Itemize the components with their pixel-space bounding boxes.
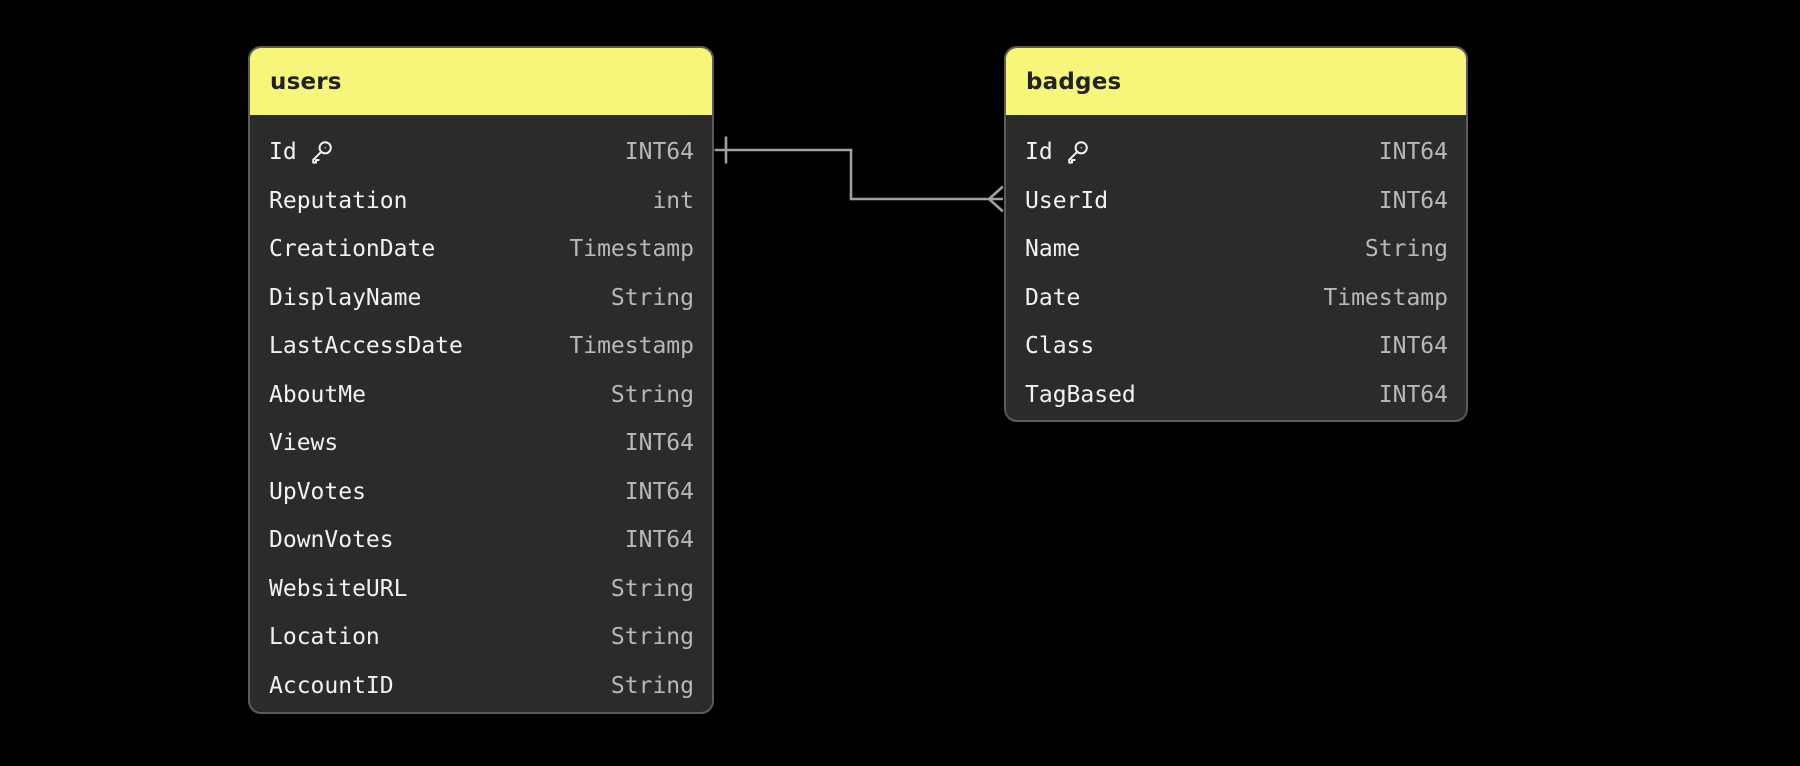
field-type: INT64 xyxy=(624,139,694,166)
field-type: int xyxy=(652,187,694,214)
field-type: INT64 xyxy=(1378,187,1448,214)
field-type: INT64 xyxy=(1378,381,1448,408)
field-name: Name xyxy=(1025,236,1081,263)
field-type: INT64 xyxy=(1378,333,1448,360)
field-name: Id xyxy=(269,139,334,166)
cardinality-many-crowfoot xyxy=(987,185,1004,213)
field-type: Timestamp xyxy=(569,236,694,263)
primary-key-icon xyxy=(1063,139,1090,166)
table-title: users xyxy=(270,68,342,95)
field-row[interactable]: TagBased INT64 xyxy=(1006,371,1466,420)
field-name: AboutMe xyxy=(269,381,366,408)
field-list-users: Id INT64 Reputation xyxy=(250,115,712,710)
field-name: Class xyxy=(1025,333,1095,360)
field-type: String xyxy=(610,284,694,311)
field-row[interactable]: AboutMe String xyxy=(250,371,712,420)
table-title: badges xyxy=(1026,68,1122,95)
field-row[interactable]: Date Timestamp xyxy=(1006,274,1466,323)
field-type: INT64 xyxy=(624,478,694,505)
table-header-users[interactable]: users xyxy=(250,48,712,115)
field-row[interactable]: DisplayName String xyxy=(250,274,712,323)
field-name: Date xyxy=(1025,284,1081,311)
field-name: Id xyxy=(1025,139,1090,166)
field-row[interactable]: LastAccessDate Timestamp xyxy=(250,322,712,371)
table-header-badges[interactable]: badges xyxy=(1006,48,1466,115)
field-type: Timestamp xyxy=(1323,284,1448,311)
field-name: Views xyxy=(269,430,339,457)
relationship-users-id-badges-userid[interactable] xyxy=(714,136,1004,213)
relationship-line xyxy=(714,148,1003,201)
field-row[interactable]: Location String xyxy=(250,613,712,662)
field-row[interactable]: WebsiteURL String xyxy=(250,565,712,614)
field-name: Location xyxy=(269,624,380,651)
primary-key-icon xyxy=(307,139,334,166)
field-row[interactable]: Class INT64 xyxy=(1006,322,1466,371)
field-type: String xyxy=(610,624,694,651)
field-name: CreationDate xyxy=(269,236,436,263)
table-node-badges[interactable]: badges Id INT64 xyxy=(1004,46,1468,422)
field-name: WebsiteURL xyxy=(269,575,408,602)
field-row[interactable]: UpVotes INT64 xyxy=(250,468,712,517)
field-list-badges: Id INT64 UserId xyxy=(1006,115,1466,419)
field-type: String xyxy=(1364,236,1448,263)
field-row[interactable]: CreationDate Timestamp xyxy=(250,225,712,274)
field-type: INT64 xyxy=(624,527,694,554)
field-name: TagBased xyxy=(1025,381,1136,408)
field-name: Reputation xyxy=(269,187,408,214)
field-name: LastAccessDate xyxy=(269,333,463,360)
field-type: INT64 xyxy=(624,430,694,457)
field-row[interactable]: AccountID String xyxy=(250,662,712,711)
field-row[interactable]: Views INT64 xyxy=(250,419,712,468)
field-name: UpVotes xyxy=(269,478,366,505)
field-type: String xyxy=(610,381,694,408)
field-row[interactable]: Reputation int xyxy=(250,177,712,226)
field-name: UserId xyxy=(1025,187,1109,214)
table-node-users[interactable]: users Id INT64 xyxy=(248,46,714,714)
field-name: AccountID xyxy=(269,672,394,699)
field-type: INT64 xyxy=(1378,139,1448,166)
field-row[interactable]: DownVotes INT64 xyxy=(250,516,712,565)
field-row[interactable]: Id INT64 xyxy=(250,128,712,177)
field-row[interactable]: UserId INT64 xyxy=(1006,177,1466,226)
field-name: DisplayName xyxy=(269,284,422,311)
field-row[interactable]: Name String xyxy=(1006,225,1466,274)
field-type: Timestamp xyxy=(569,333,694,360)
field-type: String xyxy=(610,575,694,602)
field-row[interactable]: Id INT64 xyxy=(1006,128,1466,177)
field-name: DownVotes xyxy=(269,527,394,554)
field-type: String xyxy=(610,672,694,699)
